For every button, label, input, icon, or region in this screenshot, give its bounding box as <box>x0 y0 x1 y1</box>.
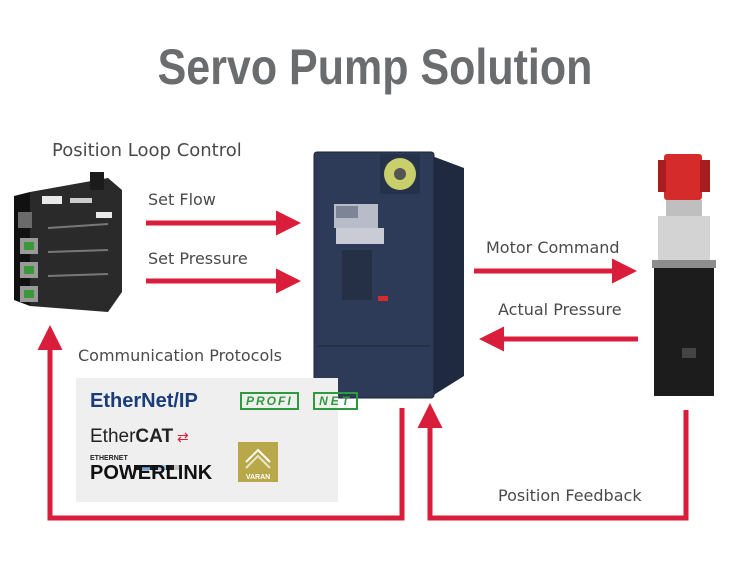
comm-feedback-loop <box>37 325 405 521</box>
servo-motor <box>652 154 716 396</box>
servo-drive <box>313 151 464 399</box>
set-pressure-label: Set Pressure <box>148 249 248 268</box>
motor-command-label: Motor Command <box>486 238 620 257</box>
controller-module <box>14 172 122 312</box>
varan-logo: VARAN <box>238 442 278 482</box>
powerlink-top-text: ETHERNET <box>90 455 128 462</box>
position-feedback-loop <box>417 403 689 521</box>
communication-label: Communication Protocols <box>78 346 283 365</box>
varan-arrows-icon <box>245 448 271 469</box>
ethernetip-logo: EtherNet/IP <box>90 390 198 412</box>
position-feedback-label: Position Feedback <box>498 486 642 505</box>
position-loop-label: Position Loop Control <box>52 140 242 161</box>
powerlink-logo: POWERLINK <box>90 462 213 484</box>
powerlink-color-bar <box>134 457 182 475</box>
diagram-title: Servo Pump Solution <box>157 39 593 95</box>
protocol-logos-panel: EtherNet/IP EtherCAT ⇄ ETHERNET POWERLIN… <box>76 378 359 502</box>
set-flow-label: Set Flow <box>148 190 216 209</box>
ethercat-logo: EtherCAT ⇄ <box>90 426 189 447</box>
actual-pressure-label: Actual Pressure <box>498 300 622 319</box>
profinet-logo: PROFI NET <box>240 390 359 410</box>
